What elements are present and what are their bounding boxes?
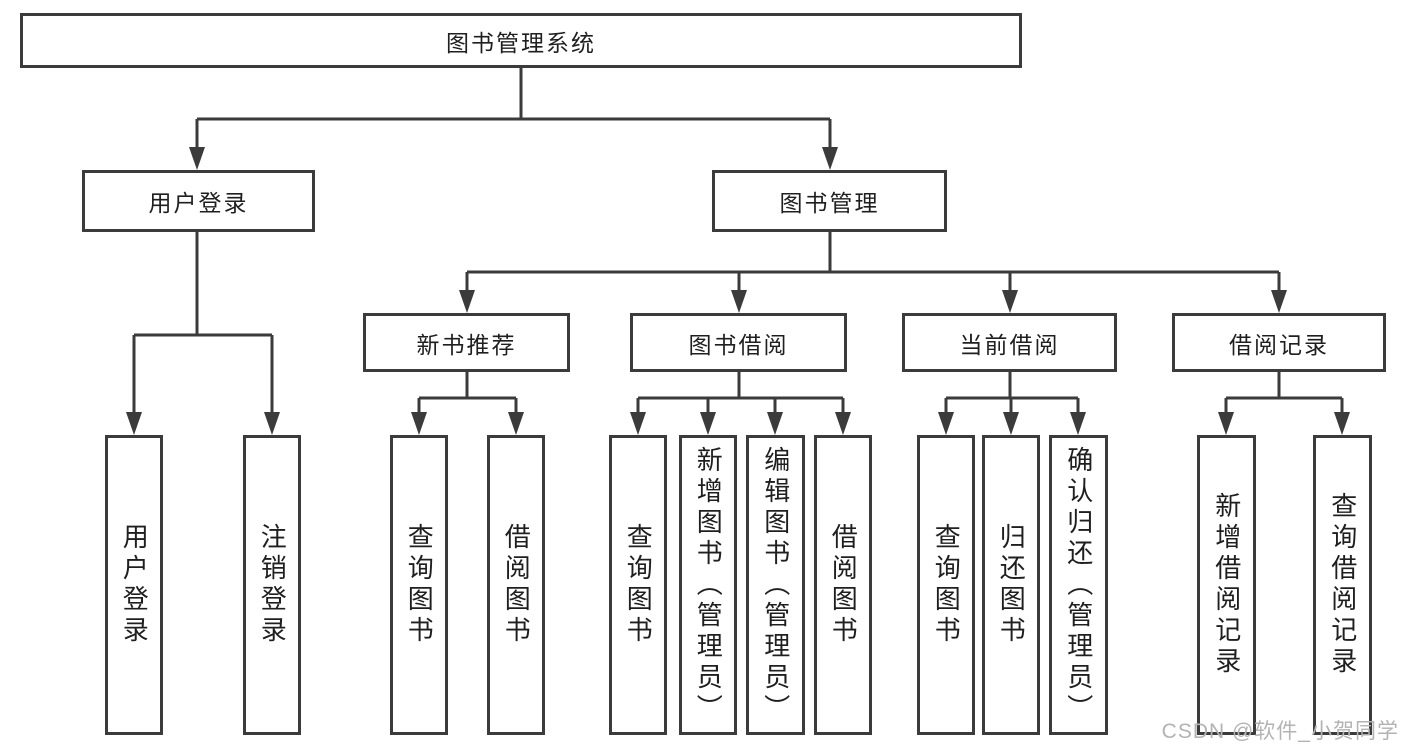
- node-leaf-query-borrow-record: 查询借阅记录: [1313, 435, 1372, 735]
- node-book-management-branch: 图书管理: [712, 170, 947, 232]
- arrowheads: [126, 147, 1350, 435]
- node-leaf-add-books-admin: 新增图书（管理员）: [679, 435, 737, 735]
- node-leaf-user-login: 用户登录: [105, 435, 163, 735]
- node-leaf-logout: 注销登录: [243, 435, 301, 735]
- csdn-watermark: CSDN @软件_小贺同学: [1161, 720, 1399, 743]
- node-leaf-recommend-query-books: 查询图书: [390, 435, 448, 735]
- node-leaf-confirm-return-admin: 确认归还（管理员）: [1049, 435, 1108, 735]
- node-leaf-borrowing-borrow-books: 借阅图书: [814, 435, 872, 735]
- node-new-book-recommend: 新书推荐: [363, 313, 570, 372]
- node-book-borrowing: 图书借阅: [630, 313, 847, 372]
- node-leaf-add-borrow-record: 新增借阅记录: [1197, 435, 1256, 735]
- node-leaf-edit-books-admin: 编辑图书（管理员）: [746, 435, 805, 735]
- node-leaf-borrowing-query-books: 查询图书: [609, 435, 667, 735]
- node-leaf-current-query-books: 查询图书: [917, 435, 975, 735]
- node-system-root: 图书管理系统: [20, 13, 1022, 68]
- node-user-login-branch: 用户登录: [82, 170, 315, 232]
- node-leaf-recommend-borrow-books: 借阅图书: [487, 435, 545, 735]
- node-leaf-return-books: 归还图书: [982, 435, 1040, 735]
- node-borrow-records: 借阅记录: [1172, 313, 1386, 372]
- node-current-borrowing: 当前借阅: [902, 313, 1117, 372]
